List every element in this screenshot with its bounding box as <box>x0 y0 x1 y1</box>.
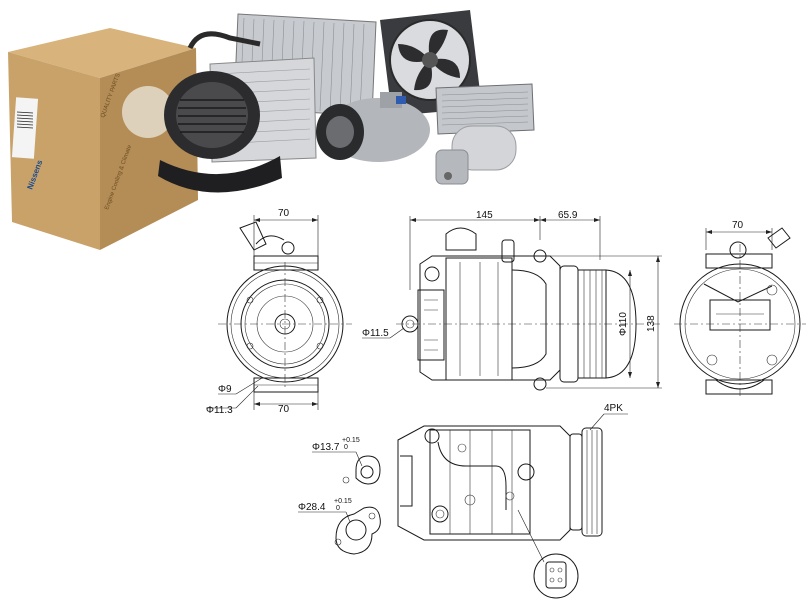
port-small-tol-low-label: 0 <box>344 444 348 451</box>
rear-view-drawing: 70 <box>674 220 806 396</box>
pulley-diameter-label: Φ110 <box>618 312 629 336</box>
box-label <box>11 97 39 159</box>
compressor-photo <box>316 92 430 162</box>
belt-type-label: 4PK <box>604 403 623 414</box>
side-view-drawing: 145 65.9 Φ110 1 <box>362 210 662 391</box>
port-large-diameter-label: Φ28.4 <box>298 502 326 513</box>
port-large-tol-label: +0.15 <box>334 498 352 505</box>
blower-fan-photo <box>158 71 282 193</box>
heater-core-photo <box>435 83 535 135</box>
rear-width-label: 70 <box>732 220 744 231</box>
front-hole-large-label: Φ11.3 <box>206 405 233 416</box>
front-view-drawing: 70 70 Φ9 Φ11. <box>206 208 352 416</box>
side-clutch-length-label: 65.9 <box>558 210 578 221</box>
front-bottom-width-label: 70 <box>278 404 290 415</box>
side-mount-hole-label: Φ11.5 <box>362 328 389 339</box>
port-small-tol-label: +0.15 <box>342 437 360 444</box>
box-q-badge <box>122 86 174 138</box>
port-flange-details: Φ13.7 +0.15 0 Φ28.4 +0.15 0 <box>298 437 381 555</box>
overall-height-label: 138 <box>646 315 657 332</box>
front-top-width-label: 70 <box>278 208 290 219</box>
port-small-diameter-label: Φ13.7 <box>312 442 340 453</box>
parts-box: Nissens Engine Cooling & Climate QUALITY… <box>8 28 198 250</box>
port-large-tol-low-label: 0 <box>336 505 340 512</box>
side-length-label: 145 <box>476 210 493 221</box>
product-photo-collage: Nissens Engine Cooling & Climate QUALITY… <box>8 10 535 250</box>
front-hole-small-label: Φ9 <box>218 384 232 395</box>
receiver-drier-photo <box>435 125 517 185</box>
bottom-view-drawing: 4PK <box>397 403 628 599</box>
